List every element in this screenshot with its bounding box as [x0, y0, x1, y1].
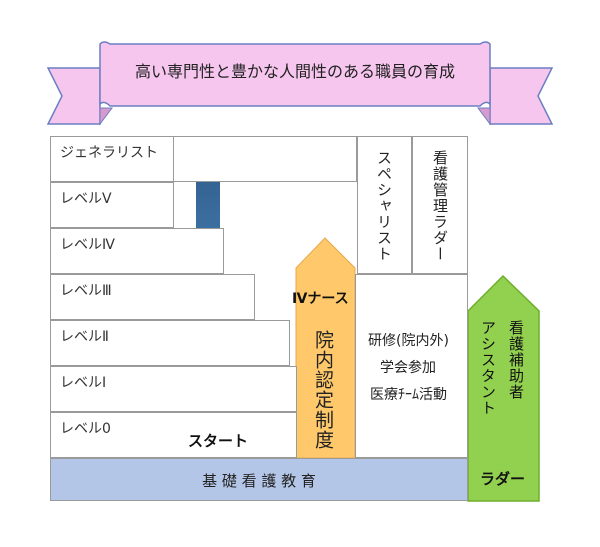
level-2-box — [50, 320, 290, 366]
activity-training: 研修(院内外) — [368, 333, 449, 349]
page-title: 高い専門性と豊かな人間性のある職員の育成 — [134, 62, 455, 81]
level-label-3: レベルⅢ — [60, 283, 112, 299]
basic-education-bar — [50, 458, 468, 501]
nursing-mgmt-box — [412, 136, 468, 274]
specialist-label: スペシャリスト — [375, 150, 393, 262]
level-label-2: レベルⅡ — [60, 329, 109, 345]
activity-conference: 学会参加 — [380, 360, 436, 376]
level-1-box — [50, 366, 297, 412]
iv-nurse-label: Ⅳナース — [292, 291, 349, 307]
ladder-label: ラダー — [480, 470, 526, 488]
specialist-box — [357, 136, 412, 274]
level-label-0: レベル0 — [60, 421, 111, 437]
nursing-mgmt-ladder-label: 看護管理ラダー — [431, 150, 449, 262]
start-label: スタート — [188, 432, 249, 450]
level-generalist-side — [50, 136, 174, 182]
level-5-box — [50, 182, 174, 228]
level-0-box — [50, 412, 297, 458]
activity-medical-team: 医療ﾁｰﾑ活動 — [370, 387, 447, 403]
level-label-4: レベルⅣ — [60, 237, 115, 253]
level-4-box — [50, 228, 224, 274]
in-house-cert-label: 院内認定制度 — [312, 330, 334, 450]
level-3-box — [50, 274, 255, 320]
assistant-arrow — [467, 274, 540, 502]
level-label-generalist: ジェネラリスト — [60, 145, 158, 161]
activities-box — [355, 274, 468, 458]
assistant-label: アシスタント — [479, 320, 497, 416]
assistant-nursing-aide-label: 看護補助者 — [507, 320, 525, 400]
level-label-5: レベルⅤ — [60, 191, 112, 207]
basic-education-label: 基 礎 看 護 教 育 — [202, 472, 316, 490]
level-label-1: レベルⅠ — [60, 375, 107, 391]
title-ribbon — [46, 41, 554, 126]
